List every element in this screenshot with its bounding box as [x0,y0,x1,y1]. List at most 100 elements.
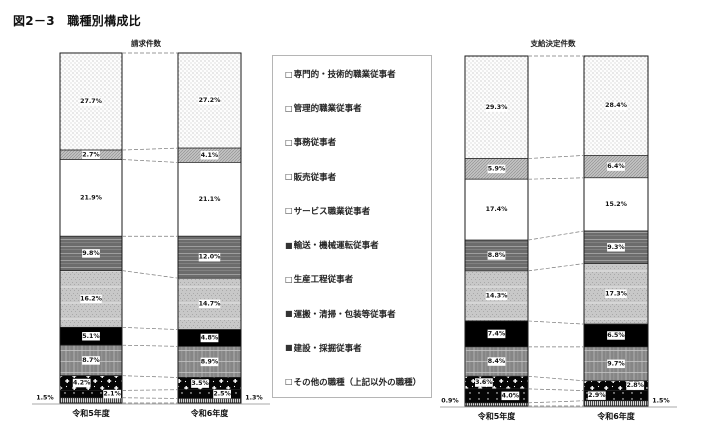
data-label: 1.5% [36,395,54,402]
data-label-construction: 2.5% [213,389,232,399]
connector-line [121,159,179,163]
data-label: 17.3% [605,290,628,297]
data-label-construction: 4.0% [501,391,520,401]
legend: □専門的・技術的職業従事者□管理的職業従事者□事務従事者□販売従事者□サービス職… [272,55,432,398]
data-label-box [245,393,263,403]
legend-item: □管理的職業従事者 [285,102,431,115]
data-label: 4.1% [201,152,219,159]
data-label-box [191,379,209,388]
data-label: 9.3% [607,244,625,251]
data-label-box [607,162,625,171]
data-label-box [198,195,221,204]
connector-line [121,344,179,347]
data-label-transport: 4.8% [200,333,219,343]
data-label: 5.9% [488,165,506,172]
data-label: 4.2% [73,380,91,387]
data-label-transport: 7.4% [487,329,506,339]
data-label-production: 8.7% [82,356,100,365]
data-label: 21.9% [80,194,103,201]
legend-swatch-icon: ■ [285,309,293,319]
data-label-clerical: 21.9% [80,193,103,203]
data-label-box [605,101,627,110]
data-label-box [213,389,231,399]
data-label-other: 1.5% [36,393,54,403]
data-label: 2.8% [626,382,644,389]
data-label-production: 8.9% [200,357,219,367]
data-label-managerial: 2.7% [82,150,100,160]
data-label-box [200,357,219,367]
data-label: 29.3% [486,104,509,111]
stacked-bar: 29.3%5.9%17.4%8.8%14.3%7.4%8.4%3.6%4.0%0… [441,55,529,407]
data-label-box [82,332,100,341]
legend-item: ■建設・採掘従事者 [285,342,431,354]
connector-line [527,400,585,404]
legend-item: □販売従事者 [285,171,431,183]
connector-line [121,397,179,399]
legend-swatch-icon: □ [285,103,293,113]
data-label-box [80,193,102,203]
data-label: 1.5% [652,398,670,405]
data-label-box [82,249,100,258]
data-label-professional: 28.4% [605,101,628,110]
category-label: 令和6年度 [190,408,230,418]
data-label: 6.5% [607,332,625,339]
connector-line [121,147,179,151]
data-label-clerical: 17.4% [486,205,509,214]
data-label: 8.4% [488,358,506,365]
data-label-professional: 29.3% [486,103,509,112]
data-label-box [626,381,645,390]
data-label: 2.5% [213,391,231,398]
bar-segment-carrying [177,377,242,391]
data-label-box [487,164,506,174]
data-label: 2.9% [588,392,606,399]
legend-item: ■輸送・機械運転従事者 [285,239,431,252]
data-label-carrying: 3.6% [475,378,493,387]
data-label-box [652,396,670,406]
data-label-box [200,151,219,160]
data-label-service: 14.3% [486,291,508,301]
legend-item: □事務従事者 [285,136,431,149]
stacked-bar: 27.7%2.7%21.9%9.8%16.2%5.1%8.7%4.2%2.1%1… [36,52,123,404]
data-label-sales: 9.8% [82,249,100,258]
data-label: 3.5% [191,380,209,387]
bar-outline [464,55,529,407]
category-label: 令和5年度 [477,411,517,421]
connector-line [121,326,179,330]
connector-line [527,155,585,159]
legend-swatch-icon: □ [285,172,293,182]
data-label-box [441,396,459,406]
data-label-professional: 27.7% [80,97,103,106]
chart-2: 支給決定件数29.3%5.9%17.4%8.8%14.3%7.4%8.4%3.6… [440,38,677,421]
connector-line [527,177,585,180]
data-label-production: 8.4% [487,357,506,366]
data-label-box [587,391,606,400]
data-label: 2.7% [82,151,100,158]
data-label: 17.4% [486,206,509,213]
data-label: 8.9% [201,358,219,365]
data-label: 8.7% [82,357,100,364]
data-label-box [198,96,221,105]
category-label: 令和5年度 [71,408,111,418]
data-label-box [198,299,221,309]
data-label-service: 17.3% [605,289,628,299]
connector-line [527,230,585,241]
data-label-box [80,97,102,106]
data-label: 5.1% [82,333,100,340]
data-label-transport: 6.5% [607,331,625,340]
data-label: 0.9% [441,398,459,405]
legend-swatch-icon: □ [285,377,293,387]
bar-segment-other [177,398,242,404]
connector-line [527,320,585,325]
bar-segment-carrying [59,375,123,391]
data-label: 21.1% [199,196,222,203]
legend-label: 事務従事者 [293,138,337,149]
data-label-managerial: 6.4% [607,162,625,171]
legend-swatch-icon: □ [285,274,293,284]
data-label-box [82,150,100,160]
legend-item: □サービス職業従事者 [285,205,431,217]
data-label-box [80,294,102,304]
data-label-box [82,356,100,365]
data-label-other: 1.5% [652,396,670,406]
data-label-box [487,329,506,339]
data-label-other: 0.9% [441,396,459,406]
